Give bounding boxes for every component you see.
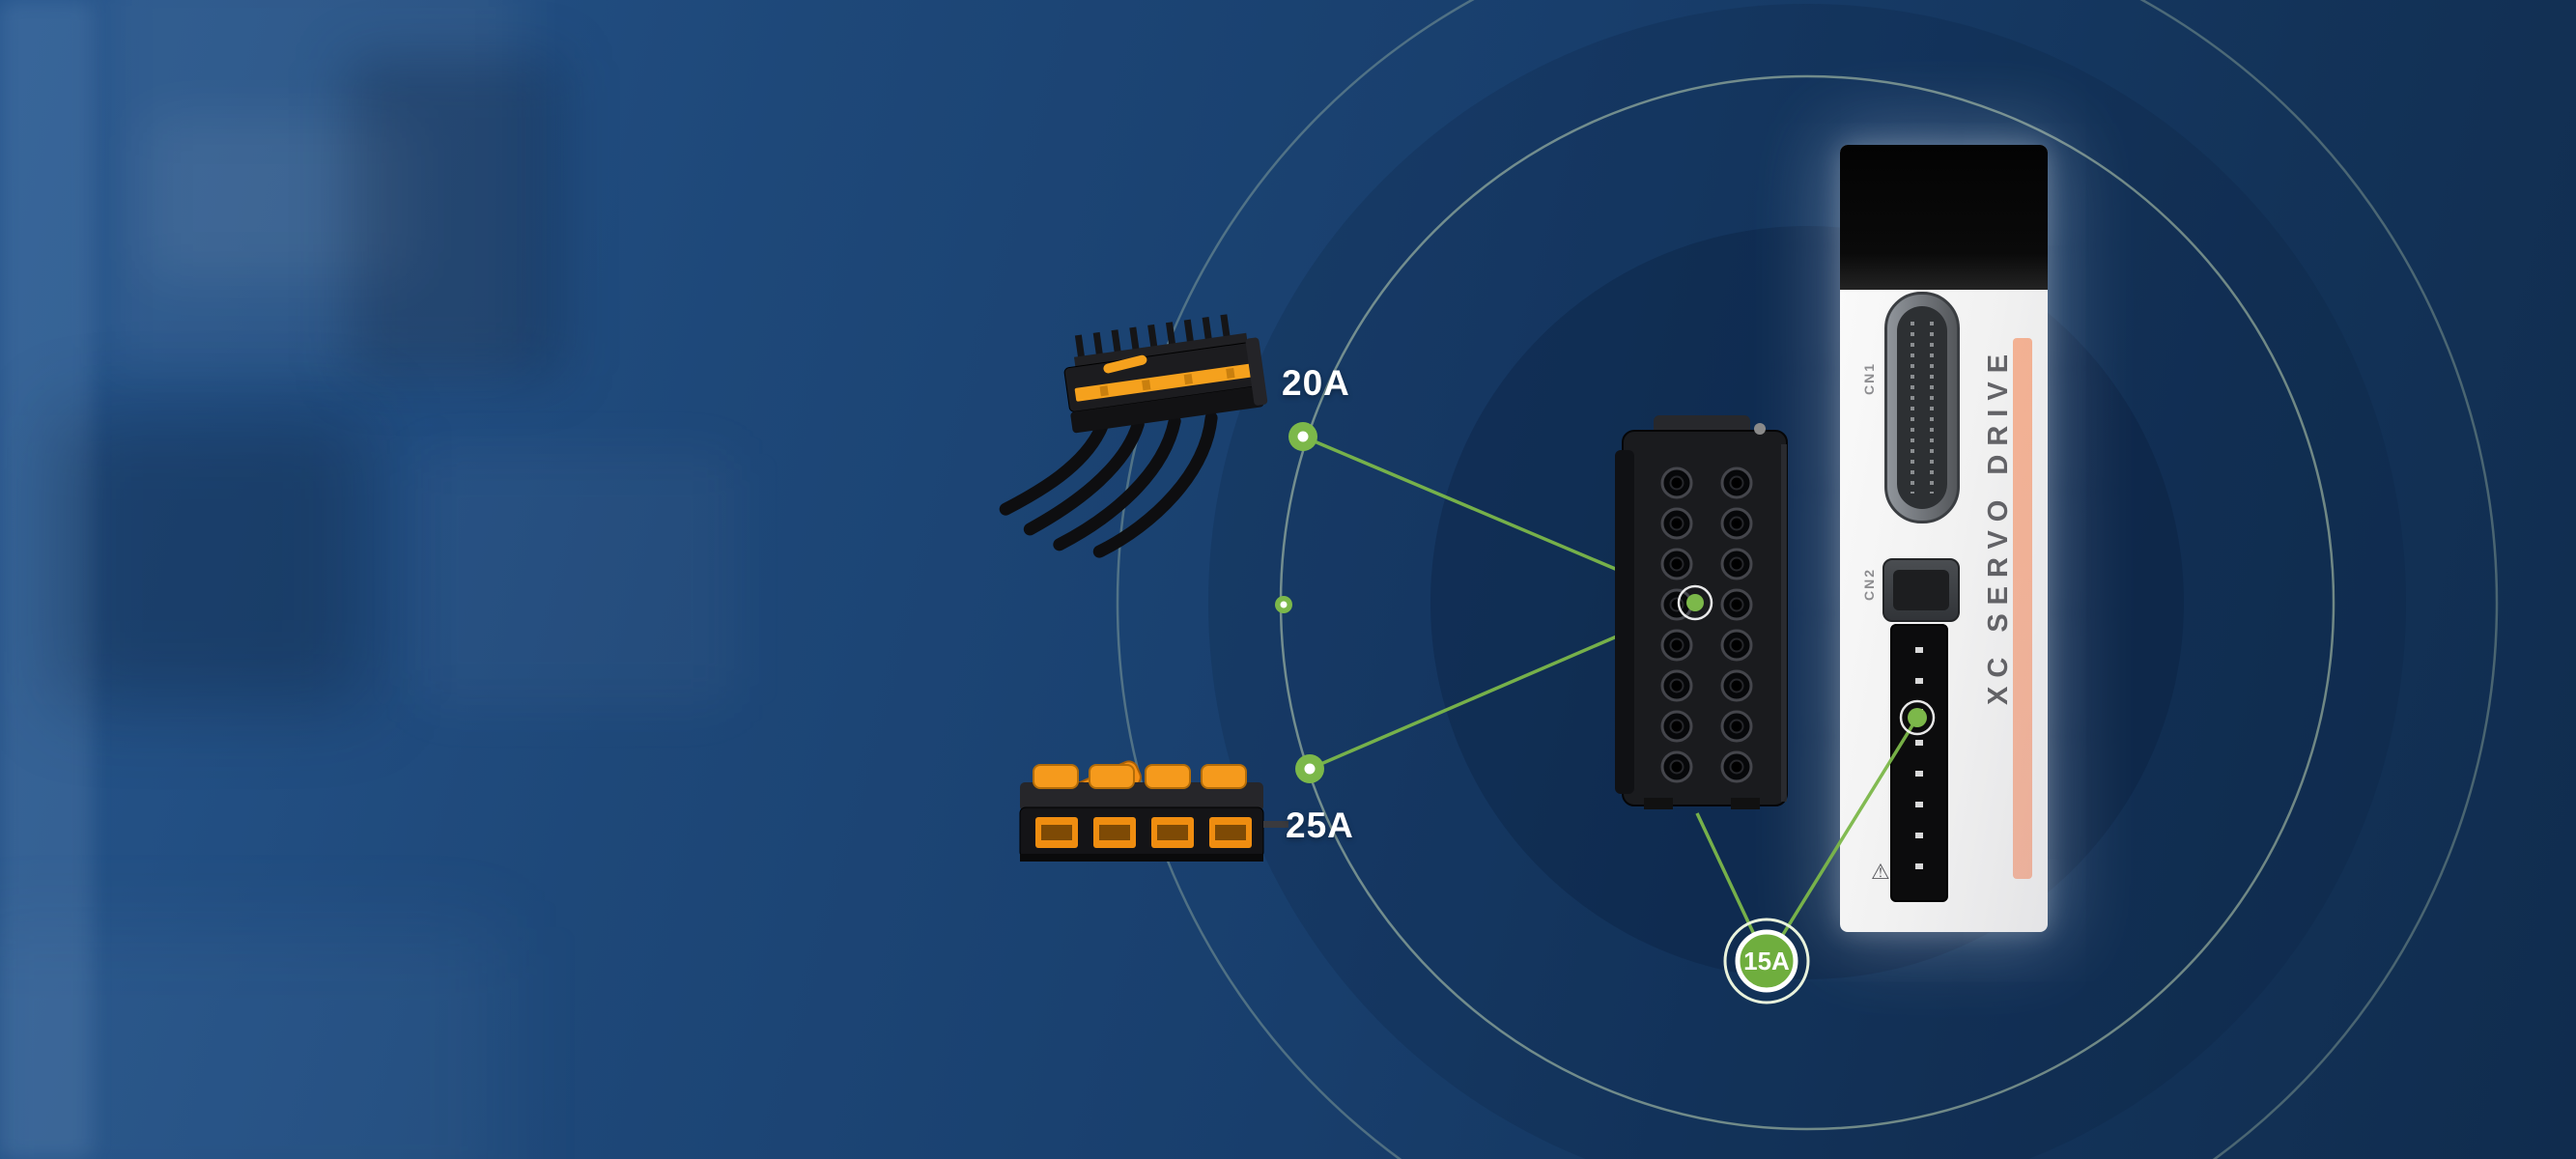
block-foot (1731, 798, 1760, 809)
target-marker-block (1677, 584, 1713, 621)
orange-levers (1033, 764, 1247, 789)
servo-accent-stripe (2013, 338, 2032, 879)
connector-bottom-edge (1020, 854, 1263, 862)
line-badge-to-servo (1765, 717, 1919, 962)
servo-terminal-pins (1915, 647, 1923, 879)
lever-connector-icon (1019, 760, 1288, 862)
background-blur-shape (58, 415, 367, 705)
rating-label-25a: 25A (1286, 806, 1354, 845)
terminal-block-icon (1615, 415, 1788, 809)
side-pin (1263, 821, 1288, 828)
target-marker-servo (1899, 699, 1936, 736)
front-windows (1035, 817, 1252, 848)
servo-drive-illustration: CN1 CN2 XC SERVO DRIVE ⚠ (1840, 145, 2048, 932)
background-blur-shape (0, 927, 502, 1159)
block-body (1622, 430, 1788, 806)
background-blur-shape (145, 116, 415, 280)
orange-latch (1103, 354, 1147, 374)
background-blur-shape (415, 454, 734, 705)
hotspot-dot-mid (1275, 596, 1292, 613)
servo-terminal-strip-icon (1890, 624, 1948, 902)
servo-top-cap (1840, 145, 2048, 290)
plug-connector-with-cables-icon (999, 314, 1268, 558)
block-right-highlight (1781, 444, 1787, 802)
block-foot (1644, 798, 1673, 809)
callout-lines (1302, 435, 1919, 962)
hotspot-dot-25a[interactable] (1295, 754, 1324, 783)
servo-cn2-pins (1893, 570, 1949, 610)
badge-15a-label: 15A (1743, 947, 1790, 975)
badge-15a[interactable]: 15A (1723, 918, 1810, 1004)
outer-ring (1116, 0, 2499, 1159)
warning-icon: ⚠ (1871, 860, 1890, 884)
background-blur-shape (348, 58, 560, 377)
hotspot-dot-20a[interactable] (1288, 422, 1317, 451)
connector-pins (1074, 314, 1231, 363)
servo-cn1-pins (1897, 306, 1947, 509)
orange-contact-strip (1074, 363, 1253, 402)
background-blur-shape (106, 0, 522, 367)
dark-disc-outer (1208, 4, 2406, 1159)
block-left-rail (1615, 450, 1634, 794)
block-screw (1754, 423, 1766, 435)
background-blur-shape (0, 0, 92, 1159)
connector-end-cap (1245, 337, 1268, 406)
servo-cn2-connector-icon (1882, 558, 1960, 622)
pin-header-base (1073, 332, 1248, 369)
connector-top-body (1020, 782, 1263, 811)
rating-label-20a: 20A (1282, 363, 1350, 403)
connector-cables (999, 411, 1218, 558)
contact-strip-notches (1099, 367, 1235, 397)
connector-lower-body (1070, 385, 1264, 434)
servo-cn1-connector-icon (1884, 292, 1960, 523)
